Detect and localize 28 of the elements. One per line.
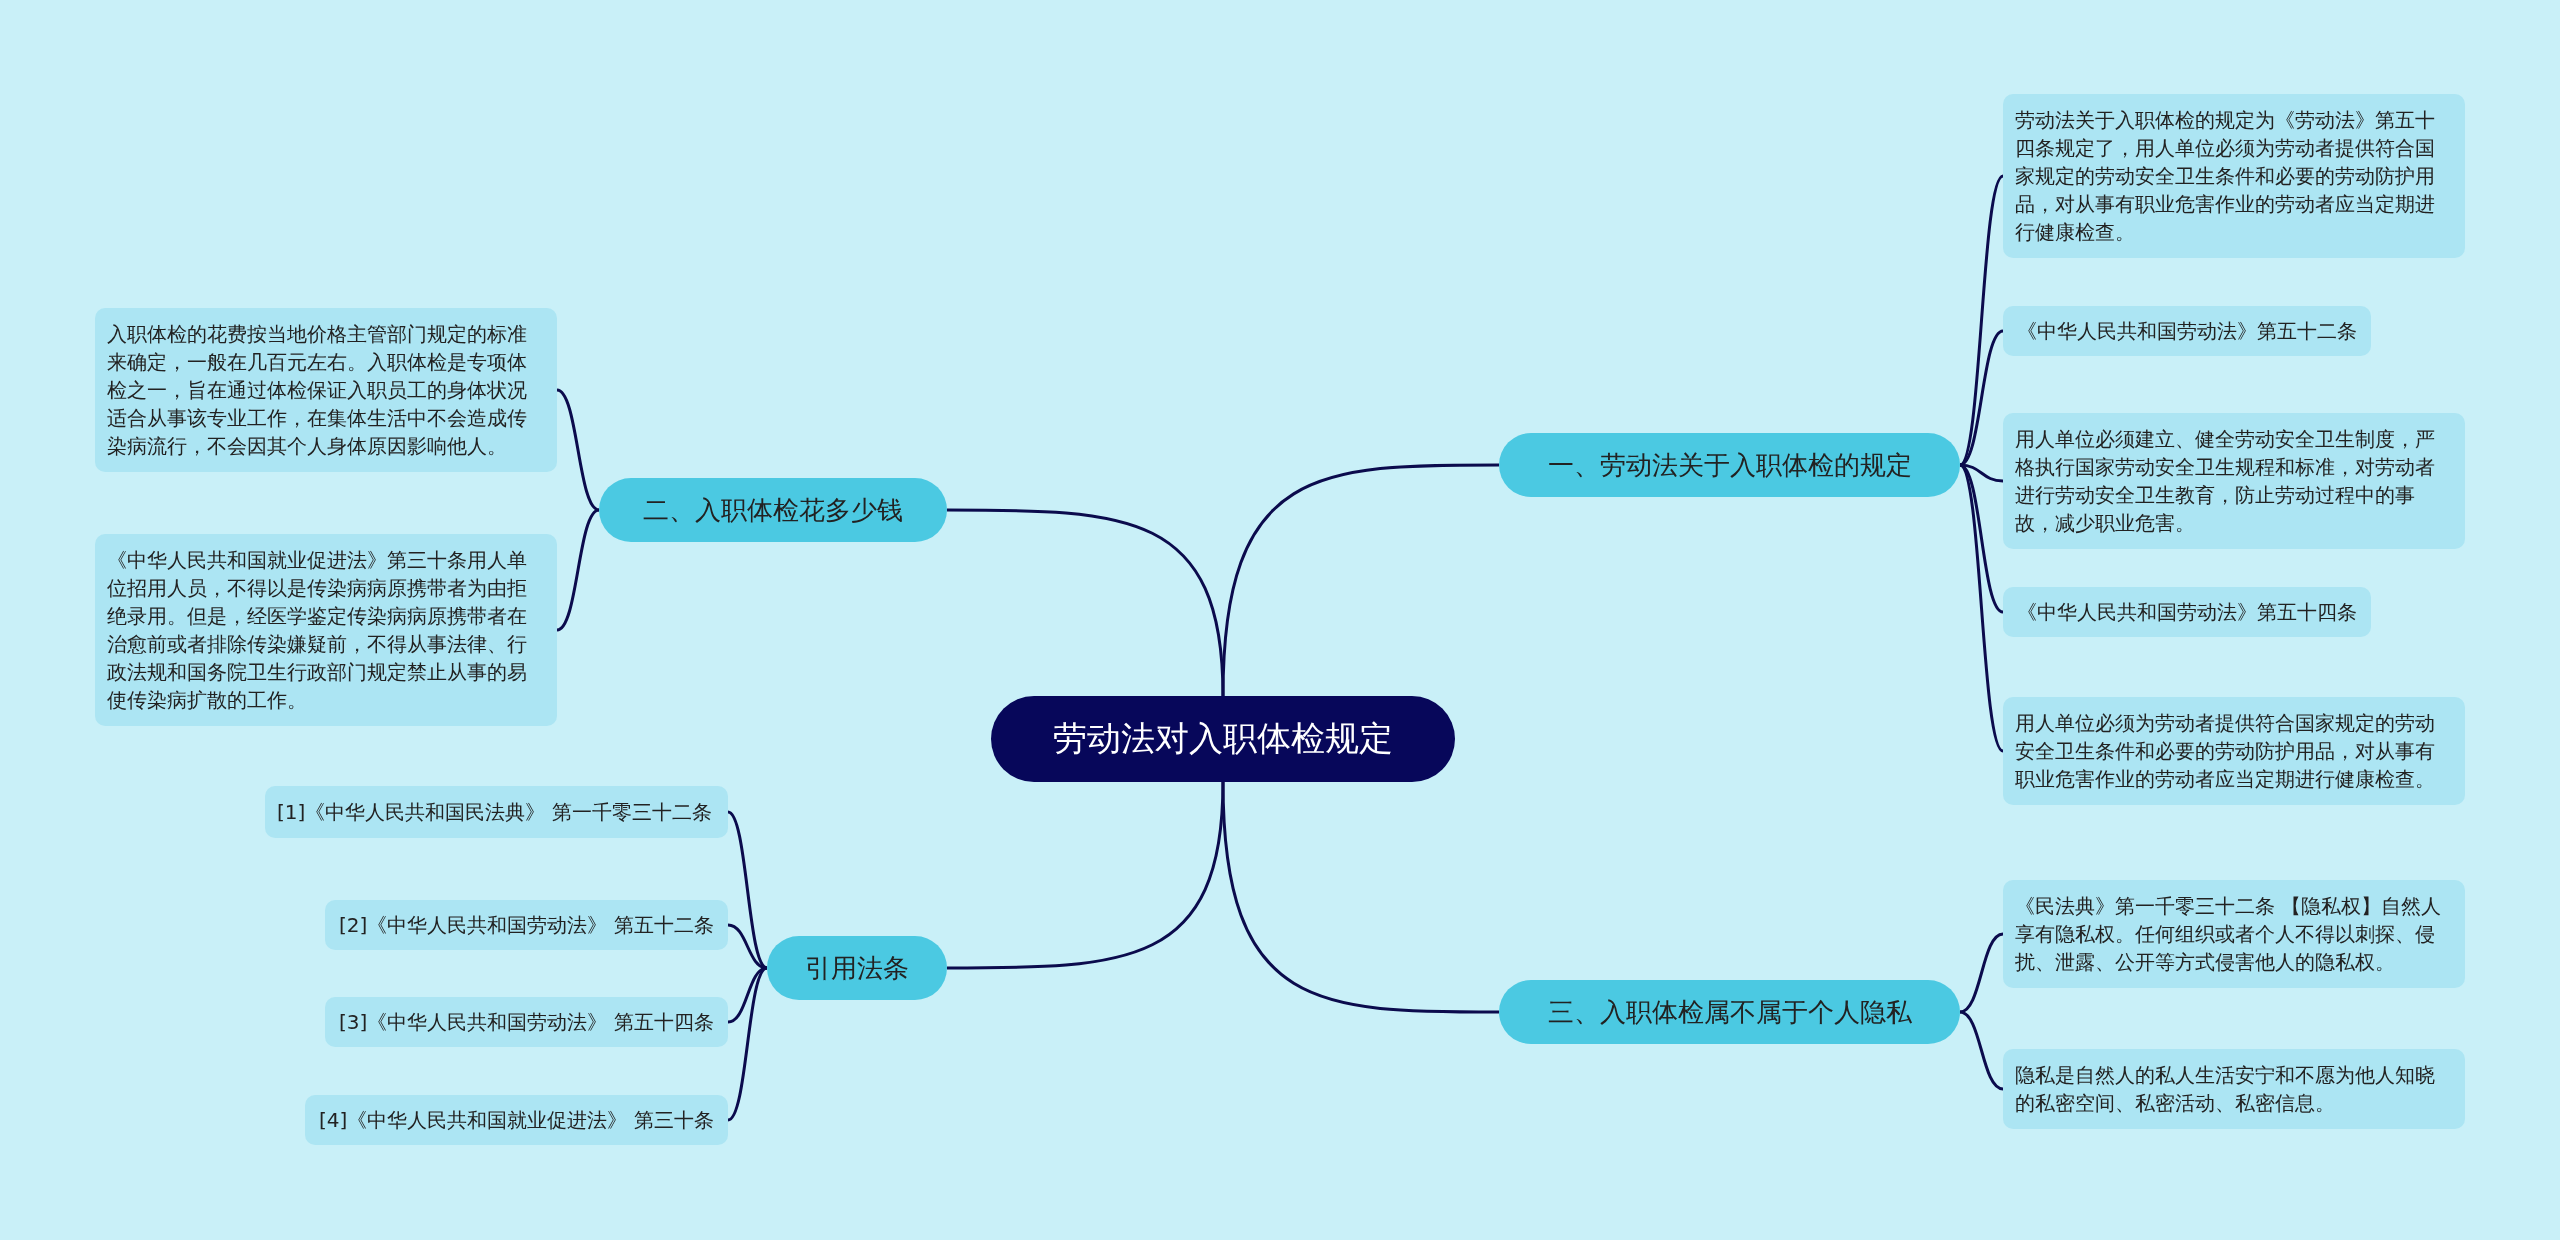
note-card: 劳动法关于入职体检的规定为《劳动法》第五十四条规定了，用人单位必须为劳动者提供符合国家规定的劳动安全卫生条件和必要的劳动防护用品，对从事有职业危害作业的劳动者应当定期进行健康检查。	[2003, 94, 2465, 258]
connector-line	[1959, 932, 2004, 1014]
note-card: [3]《中华人民共和国劳动法》 第五十四条	[325, 997, 728, 1047]
note-card: [2]《中华人民共和国劳动法》 第五十二条	[325, 900, 728, 950]
connector-line	[947, 781, 1225, 970]
note-card: 《中华人民共和国劳动法》第五十四条	[2003, 587, 2371, 637]
connector-line	[727, 966, 768, 1122]
topic-pill: 二、入职体检花多少钱	[599, 478, 947, 542]
connector-line	[556, 388, 600, 512]
connector-line	[1221, 781, 1499, 1014]
connector-line	[1221, 463, 1499, 697]
topic-pill: 三、入职体检属不属于个人隐私	[1499, 980, 1960, 1044]
note-card: [1]《中华人民共和国民法典》 第一千零三十二条	[265, 786, 728, 838]
note-card: 《中华人民共和国就业促进法》第三十条用人单位招用人员，不得以是传染病病原携带者为由拒绝录用。但是，经医学鉴定传染病病原携带者在治愈前或者排除传染嫌疑前，不得从事法律、行政法规和国务院卫生行政部门规定禁止从事的易使传染病扩散的工作。	[95, 534, 557, 726]
note-card: 入职体检的花费按当地价格主管部门规定的标准来确定，一般在几百元左右。入职体检是专项体检之一，旨在通过体检保证入职员工的身体状况适合从事该专业工作，在集体生活中不会造成传染病流行，不会因其个人身体原因影响他人。	[95, 308, 557, 472]
note-card: 用人单位必须为劳动者提供符合国家规定的劳动安全卫生条件和必要的劳动防护用品，对从事有职业危害作业的劳动者应当定期进行健康检查。	[2003, 697, 2465, 805]
connector-line	[1958, 464, 2005, 752]
connector-line	[556, 508, 600, 632]
connector-line	[947, 508, 1225, 697]
note-card: [4]《中华人民共和国就业促进法》 第三十条	[305, 1095, 728, 1145]
note-card: 《民法典》第一千零三十二条 【隐私权】自然人享有隐私权。任何组织或者个人不得以刺探、侵扰、泄露、公开等方式侵害他人的隐私权。	[2003, 880, 2465, 988]
central-topic: 劳动法对入职体检规定	[991, 696, 1455, 782]
topic-pill: 引用法条	[767, 936, 947, 1000]
topic-pill: 一、劳动法关于入职体检的规定	[1499, 433, 1960, 497]
note-card: 隐私是自然人的私人生活安宁和不愿为他人知晓的私密空间、私密活动、私密信息。	[2003, 1049, 2465, 1129]
note-card: 《中华人民共和国劳动法》第五十二条	[2003, 306, 2371, 356]
note-card: 用人单位必须建立、健全劳动安全卫生制度，严格执行国家劳动安全卫生规程和标准，对劳动者进行劳动安全卫生教育，防止劳动过程中的事故，减少职业危害。	[2003, 413, 2465, 549]
connector-line	[1959, 1010, 2004, 1091]
